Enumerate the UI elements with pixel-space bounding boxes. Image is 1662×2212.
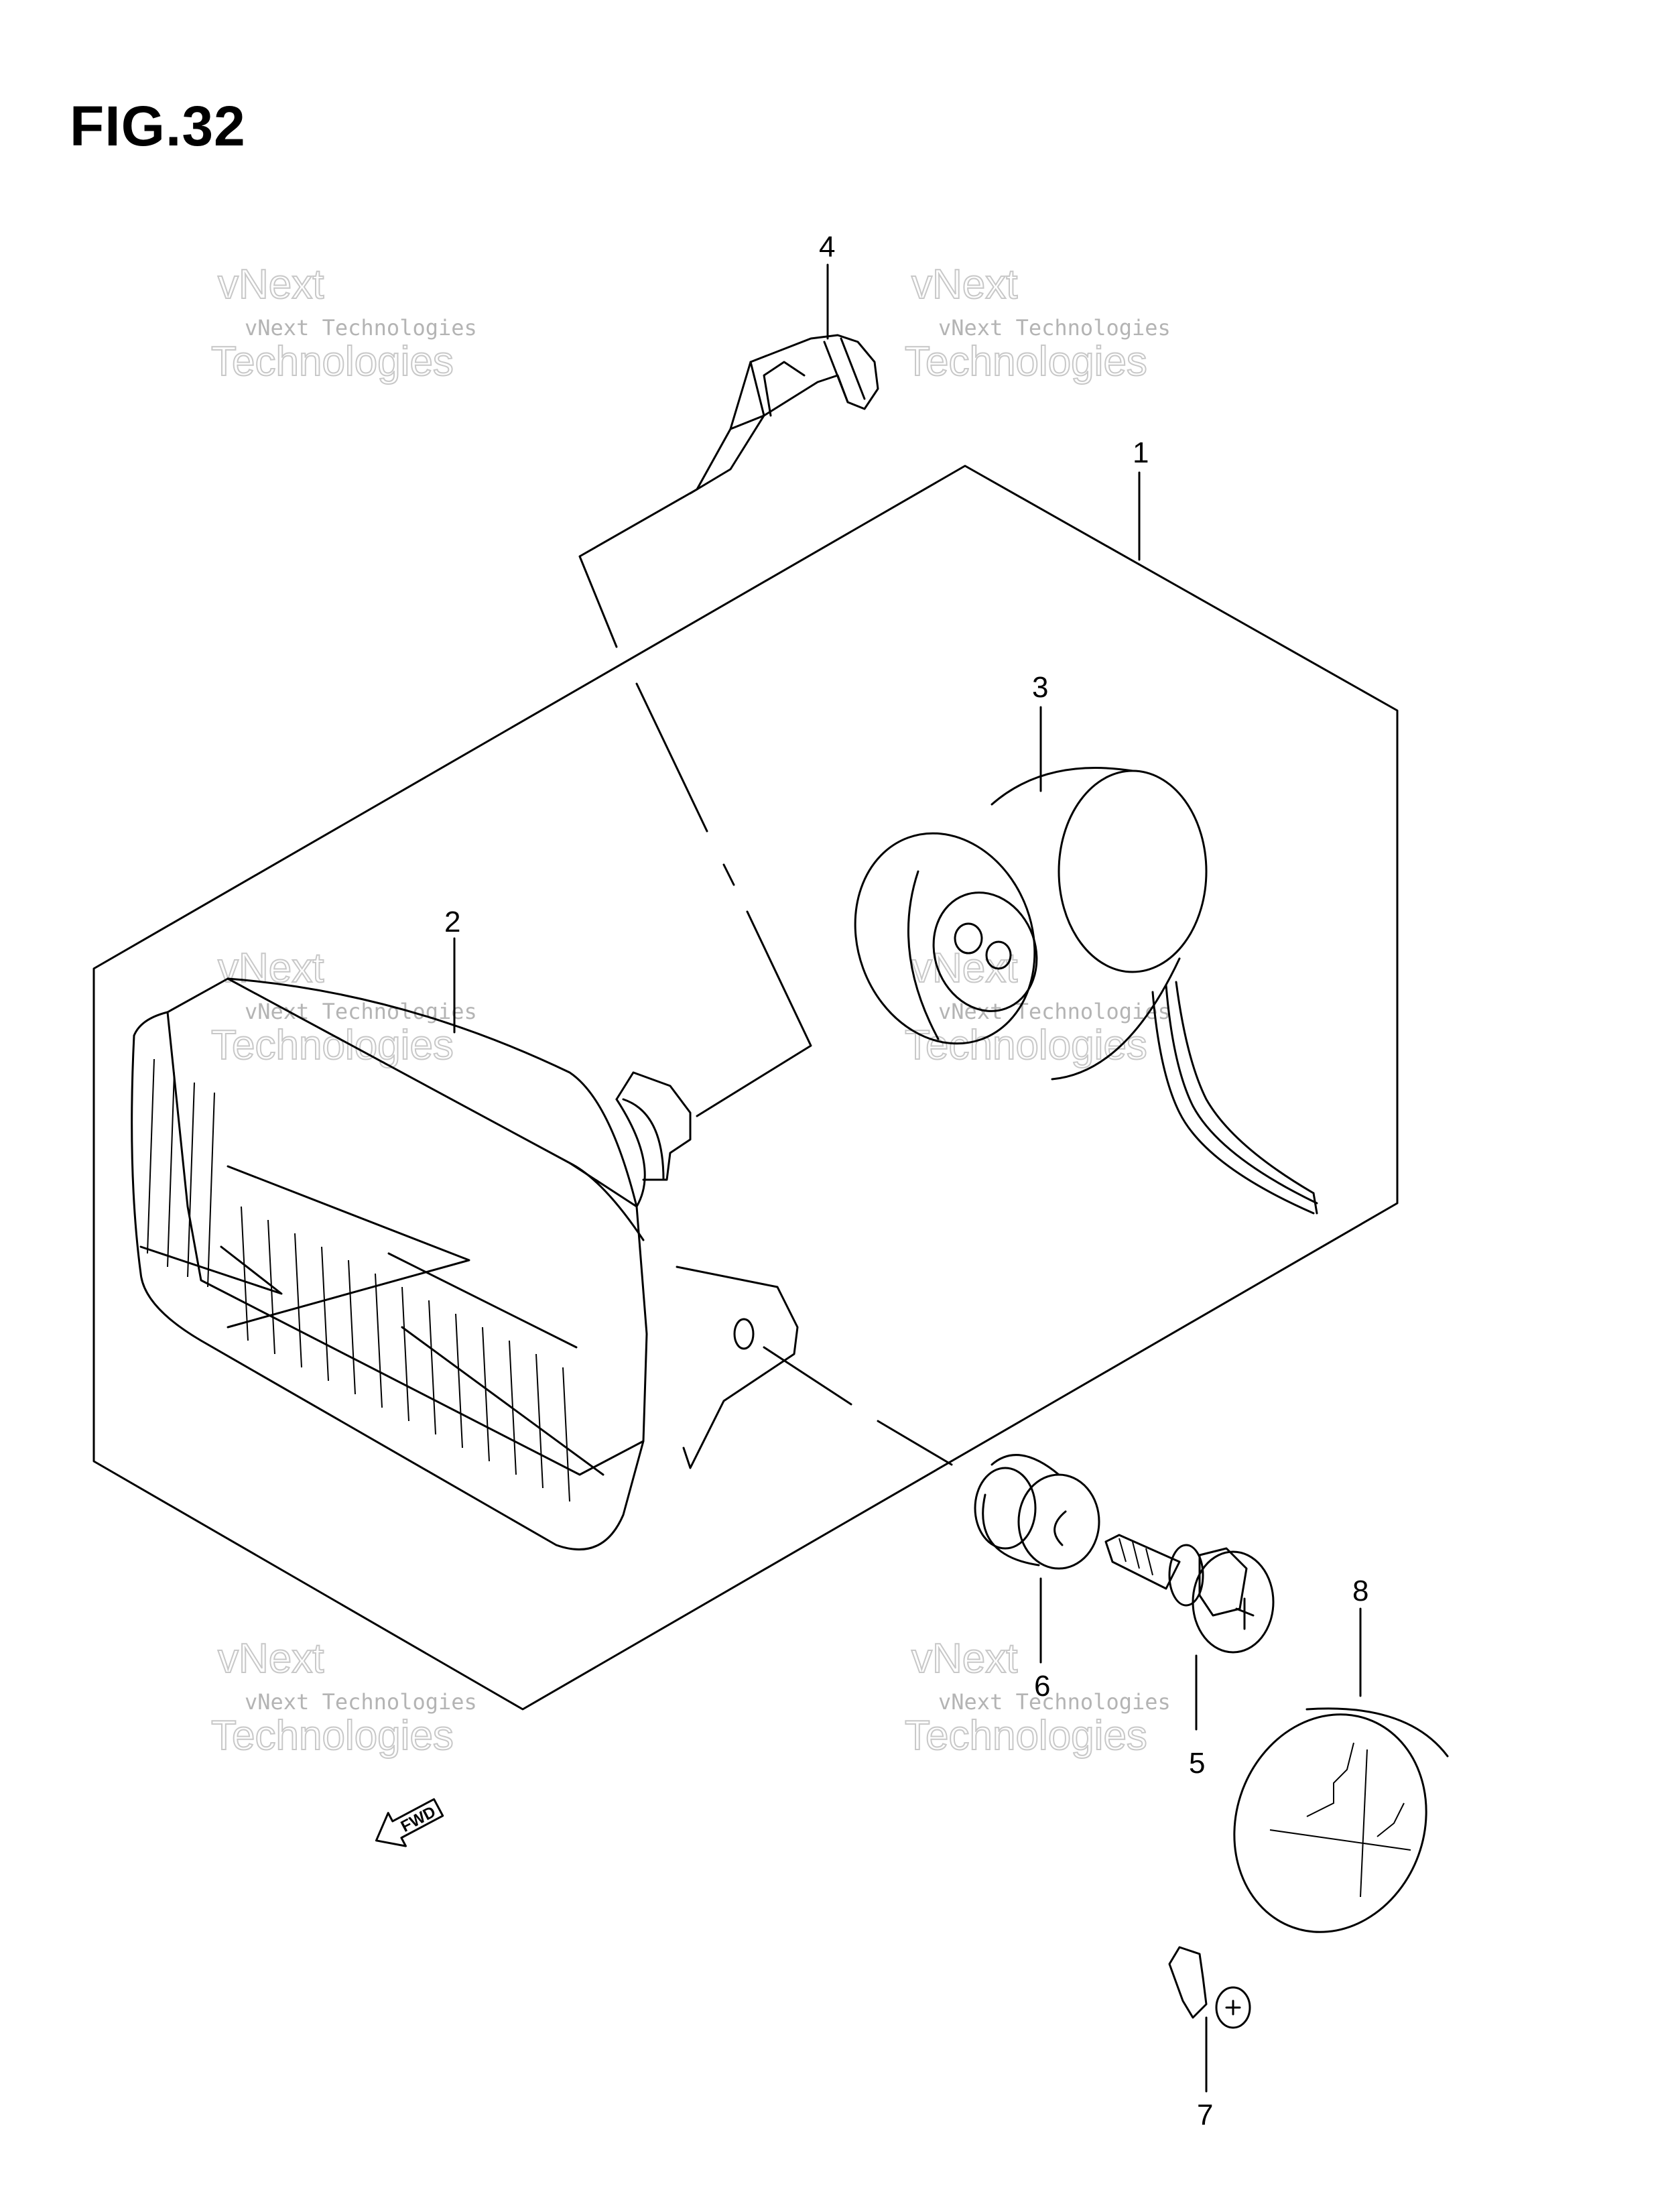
watermark-brand-sub: Technologies [211, 1713, 454, 1759]
watermark-brand-sub: Technologies [211, 339, 454, 385]
bulb-leader-dash [722, 863, 735, 886]
cap-part [1233, 1707, 1449, 1933]
watermark-text: vNext Technologies [938, 999, 1171, 1024]
bolt-leader [763, 1346, 852, 1406]
watermark-group: vNext vNext Technologies Technologies vN… [210, 261, 1171, 1760]
watermark-text: vNext Technologies [245, 1689, 477, 1715]
grommet-part [974, 1454, 1100, 1570]
watermark-brand: vNext [911, 261, 1017, 308]
headlight-part [131, 977, 799, 1551]
watermark-brand: vNext [911, 1636, 1017, 1682]
watermark-text: vNext Technologies [938, 1689, 1171, 1715]
watermark-brand: vNext [218, 945, 324, 991]
callout-1: 1 [1133, 436, 1149, 469]
watermark-brand-sub: Technologies [211, 1022, 454, 1068]
watermark-brand-sub: Technologies [905, 339, 1147, 385]
bulb-leader-end [696, 910, 812, 1117]
callout-4: 4 [819, 231, 835, 263]
callout-2: 2 [444, 906, 460, 938]
bulb-part [689, 334, 879, 495]
callout-8: 8 [1352, 1575, 1368, 1607]
assembly-outline [92, 465, 1399, 1711]
socket-part [854, 767, 1318, 1215]
callout-3: 3 [1032, 671, 1048, 704]
watermark-brand-sub: Technologies [905, 1713, 1147, 1759]
watermark-brand: vNext [218, 1636, 324, 1682]
callout-5: 5 [1189, 1747, 1205, 1780]
watermark-text: vNext Technologies [938, 315, 1171, 341]
callout-6: 6 [1034, 1670, 1050, 1703]
watermark-brand: vNext [218, 261, 324, 308]
fwd-arrow: FWD [375, 1798, 444, 1847]
watermark-text: vNext Technologies [245, 315, 477, 341]
clip-part [1168, 1946, 1251, 2029]
watermark-brand-sub: Technologies [905, 1022, 1147, 1068]
callout-7: 7 [1197, 2099, 1213, 2132]
bolt-part [1104, 1534, 1275, 1654]
figure-title: FIG.32 [70, 95, 246, 158]
bulb-leader-dash [635, 682, 708, 833]
bolt-leader [877, 1420, 953, 1466]
bulb-leader [578, 488, 698, 648]
